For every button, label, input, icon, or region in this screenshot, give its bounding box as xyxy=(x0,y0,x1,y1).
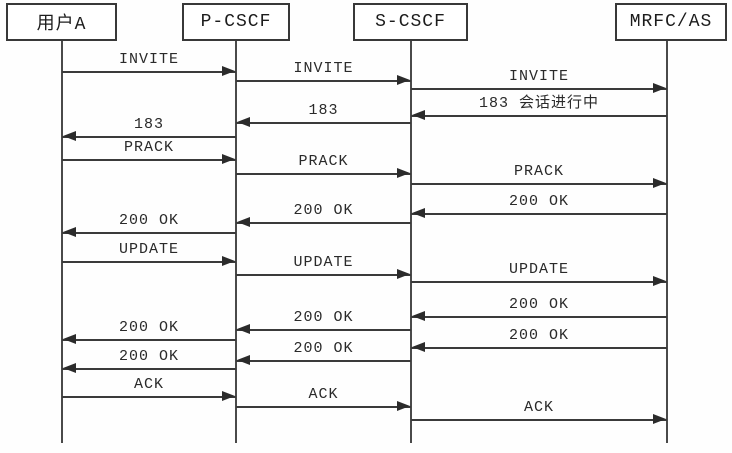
arrowhead-right-icon xyxy=(397,401,410,411)
lifeline-s-cscf xyxy=(410,41,412,443)
message-label: INVITE xyxy=(118,51,179,68)
message-label: UPDATE xyxy=(508,261,569,278)
message-label: 183 xyxy=(133,116,164,133)
message-line-p-cscf-to-s-cscf xyxy=(236,274,411,276)
arrowhead-right-icon xyxy=(397,168,410,178)
lifeline-p-cscf xyxy=(235,41,237,443)
message-line-p-cscf-to-user-a xyxy=(62,368,236,370)
arrowhead-left-icon xyxy=(412,208,425,218)
message-label: 200 OK xyxy=(508,296,569,313)
arrowhead-right-icon xyxy=(397,269,410,279)
message-line-user-a-to-p-cscf xyxy=(62,261,236,263)
message-line-p-cscf-to-s-cscf xyxy=(236,406,411,408)
message-label: 200 OK xyxy=(118,319,179,336)
arrowhead-right-icon xyxy=(222,154,235,164)
arrowhead-right-icon xyxy=(653,414,666,424)
message-label: 183 xyxy=(308,102,339,119)
message-line-s-cscf-to-mrfc-as xyxy=(411,419,667,421)
message-label: 200 OK xyxy=(293,202,354,219)
arrowhead-left-icon xyxy=(63,334,76,344)
arrowhead-left-icon xyxy=(412,342,425,352)
message-label: PRACK xyxy=(513,163,564,180)
message-line-user-a-to-p-cscf xyxy=(62,396,236,398)
message-label: 200 OK xyxy=(508,193,569,210)
arrowhead-left-icon xyxy=(237,355,250,365)
message-label: PRACK xyxy=(298,153,349,170)
arrowhead-right-icon xyxy=(222,391,235,401)
message-line-s-cscf-to-p-cscf xyxy=(236,222,411,224)
arrowhead-left-icon xyxy=(63,227,76,237)
message-line-p-cscf-to-user-a xyxy=(62,136,236,138)
message-label: UPDATE xyxy=(118,241,179,258)
message-line-s-cscf-to-mrfc-as xyxy=(411,281,667,283)
message-line-s-cscf-to-p-cscf xyxy=(236,360,411,362)
arrowhead-left-icon xyxy=(63,131,76,141)
arrowhead-right-icon xyxy=(397,75,410,85)
message-label: 200 OK xyxy=(293,309,354,326)
message-label: PRACK xyxy=(123,139,174,156)
message-line-user-a-to-p-cscf xyxy=(62,159,236,161)
message-line-user-a-to-p-cscf xyxy=(62,71,236,73)
message-label: 200 OK xyxy=(293,340,354,357)
actor-box-mrfc-as: MRFC/AS xyxy=(615,3,727,41)
arrowhead-left-icon xyxy=(412,110,425,120)
message-line-p-cscf-to-user-a xyxy=(62,339,236,341)
message-label: UPDATE xyxy=(293,254,354,271)
lifeline-user-a xyxy=(61,41,63,443)
arrowhead-right-icon xyxy=(653,83,666,93)
message-line-s-cscf-to-mrfc-as xyxy=(411,183,667,185)
message-line-mrfc-as-to-s-cscf xyxy=(411,213,667,215)
message-line-s-cscf-to-mrfc-as xyxy=(411,88,667,90)
message-line-s-cscf-to-p-cscf xyxy=(236,329,411,331)
message-line-mrfc-as-to-s-cscf xyxy=(411,316,667,318)
arrowhead-left-icon xyxy=(237,324,250,334)
arrowhead-right-icon xyxy=(653,178,666,188)
arrowhead-right-icon xyxy=(222,66,235,76)
message-line-p-cscf-to-s-cscf xyxy=(236,80,411,82)
actor-box-s-cscf: S-CSCF xyxy=(353,3,468,41)
message-label: 200 OK xyxy=(118,212,179,229)
arrowhead-left-icon xyxy=(63,363,76,373)
message-line-mrfc-as-to-s-cscf xyxy=(411,347,667,349)
arrowhead-right-icon xyxy=(222,256,235,266)
message-label: ACK xyxy=(133,376,164,393)
actor-box-user-a: 用户A xyxy=(6,3,117,41)
message-label: INVITE xyxy=(508,68,569,85)
arrowhead-left-icon xyxy=(237,117,250,127)
message-line-mrfc-as-to-s-cscf xyxy=(411,115,667,117)
message-line-s-cscf-to-p-cscf xyxy=(236,122,411,124)
arrowhead-right-icon xyxy=(653,276,666,286)
message-label: ACK xyxy=(308,386,339,403)
message-line-p-cscf-to-s-cscf xyxy=(236,173,411,175)
message-label: INVITE xyxy=(293,60,354,77)
actor-box-p-cscf: P-CSCF xyxy=(182,3,290,41)
lifeline-mrfc-as xyxy=(666,41,668,443)
message-label: ACK xyxy=(523,399,554,416)
arrowhead-left-icon xyxy=(237,217,250,227)
message-label: 200 OK xyxy=(508,327,569,344)
message-label: 183 会话进行中 xyxy=(478,95,599,112)
arrowhead-left-icon xyxy=(412,311,425,321)
message-label: 200 OK xyxy=(118,348,179,365)
message-line-p-cscf-to-user-a xyxy=(62,232,236,234)
